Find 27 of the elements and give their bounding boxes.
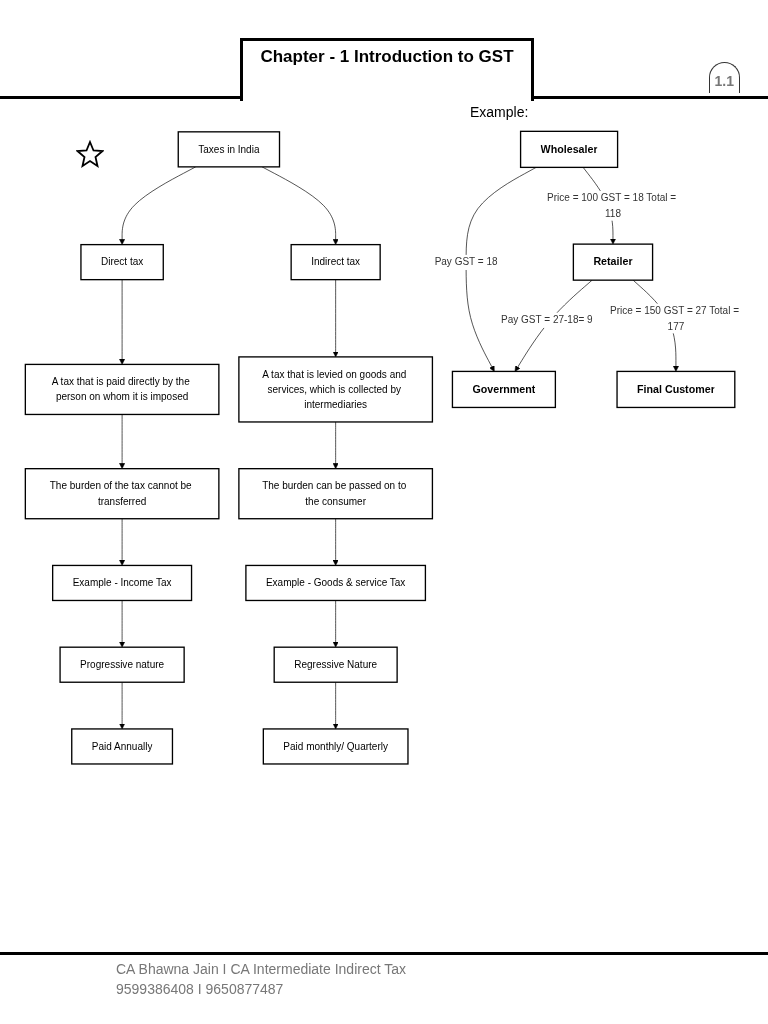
node-box [52,564,193,602]
node-box [238,468,434,520]
example-label: Example: [470,104,529,120]
node-box [177,131,281,168]
node-box [262,728,409,765]
node-box [519,130,619,169]
phone-numbers: 9599386408 I 9650877487 [116,980,285,999]
node-box [273,646,398,683]
edge-label: Pay GST = 18 [434,255,498,268]
node-box [290,243,381,281]
chapter-title: Chapter - 1 Introduction to GST [240,38,534,101]
node-box [80,243,164,281]
node-box [24,363,220,416]
node-box [616,370,736,409]
node-box [245,564,427,602]
node-box [59,646,185,683]
node-box [71,728,174,765]
node-box [572,243,654,281]
flowchart-drawing: Taxes in India Wholesaler Price = 100 GST = 18 Total = 118 Direct tax Indirect tax Pay GST = 18 Retailer Pay GST = 27-18= 9 Price = 150 GST = 27 Total = 177 A tax that is paid directly by the person on whom it is imposed A tax that is levied on goods and services, which is collected by intermediaries Government Final Customer The burden of the tax cannot be transferred The burden can be passed on to the consumer Example - Income Tax Example - Goods & service Tax Progressive nature Regressive Nature Paid Annually Paid monthly/ Quarterly [20,126,748,770]
edge-label: Price = 150 GST = 27 Total = 177 [610,304,740,332]
node-box [451,370,557,409]
node-box [238,356,434,423]
page-number: 1.1 [708,62,740,93]
edge-label: Pay GST = 27-18= 9 [501,313,593,326]
node-box [24,468,220,520]
footer-text: CA Bhawna Jain I CA Intermediate Indirect Tax [116,960,407,979]
edge-label: Price = 100 GST = 18 Total = 118 [547,192,677,219]
